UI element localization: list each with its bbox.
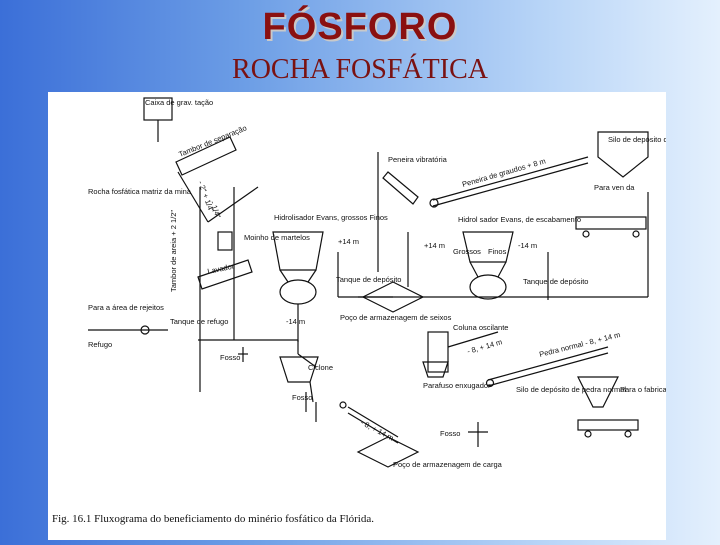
- separation-drum: [175, 136, 237, 176]
- label-ciclone: Ciclone: [308, 363, 333, 372]
- flowchart-sheet: Caixa de grav. tação Tambor de separação…: [48, 92, 719, 540]
- label-parafuso: Parafuso enxugador: [423, 381, 491, 390]
- label-peneira-vibratoria: Peneira vibratória: [388, 155, 448, 164]
- flowchart-diagram: Caixa de grav. tação Tambor de separação…: [52, 97, 719, 525]
- vibrating-screen: [382, 171, 419, 205]
- washer: [197, 259, 253, 290]
- label-hidrolisador-b: Hidrol sador Evans, de escabamento: [458, 215, 581, 224]
- hammer-mill: [217, 231, 233, 251]
- label-menos-14b: -14 m: [518, 241, 537, 250]
- label-finos: Finos: [488, 247, 507, 256]
- pebble-storage-pit: [361, 281, 425, 313]
- label-menos-14a: +14 m: [338, 237, 359, 246]
- rail-car-1: [575, 216, 647, 230]
- dewatering-screw: [422, 361, 449, 378]
- label-tanque-refugo: Tanque de refugo: [170, 317, 228, 326]
- label-poco-seixos: Poço de armazenagem de seixos: [340, 313, 452, 322]
- oscillating-column: [427, 331, 449, 373]
- label-fosso-c: Fosso: [440, 429, 460, 438]
- label-tanque-dep-a: Tanque de depósito: [336, 275, 401, 284]
- rail-car-2: [577, 419, 639, 431]
- label-menos-14: -14 m: [286, 317, 305, 326]
- label-para-fabricante: Para o fabricante de fosfat: [620, 385, 666, 394]
- label-coluna: Coluna oscilante: [453, 323, 508, 332]
- page-subtitle: ROCHA FOSFÁTICA: [232, 54, 488, 85]
- label-fosso-a: Fosso: [220, 353, 240, 362]
- label-menos-8-b: - 8, + 14 m: [359, 418, 395, 443]
- label-rocha: Rocha fosfática matriz da mina: [88, 187, 192, 196]
- label-lavador: Lavador: [207, 261, 236, 276]
- label-hidrolisador-a: Hidrolisador Evans, grossos Finos: [274, 213, 388, 222]
- normal-rock-silo: [577, 376, 619, 408]
- label-para-area: Para a área de rejeitos: [88, 303, 164, 312]
- label-moinho: Moinho de martelos: [244, 233, 310, 242]
- label-poco-carga: Poço de armazenagem de carga: [393, 460, 503, 469]
- label-grossos: Grossos: [453, 247, 481, 256]
- figure-caption: Fig. 16.1 Fluxograma do beneficiamento d…: [52, 513, 374, 525]
- label-silo-grauda: Silo de depósito de pedra graúda: [608, 135, 666, 144]
- label-tanque-dep-b: Tanque de depósito: [523, 277, 588, 286]
- label-refugo: Refugo: [88, 340, 112, 349]
- label-fosso-b: Fosso: [292, 393, 312, 402]
- coarse-rock-silo: [597, 131, 649, 178]
- label-peneira-grauda: Peneira de graudos + 8 m: [461, 156, 547, 188]
- label-tambor-areia: Tambor de areia + 2 1/2": [169, 210, 178, 292]
- label-para-venda: Para ven da: [594, 183, 635, 192]
- page-title: FÓSFORO: [262, 6, 458, 48]
- label-tambor: Tambor de separação: [177, 123, 248, 159]
- load-storage-pit: [356, 436, 420, 468]
- label-caixa: Caixa de grav. tação: [145, 98, 213, 107]
- label-mais-14b: +14 m: [424, 241, 445, 250]
- label-silo-normal: Silo de depósito de pedra normal: [516, 385, 626, 394]
